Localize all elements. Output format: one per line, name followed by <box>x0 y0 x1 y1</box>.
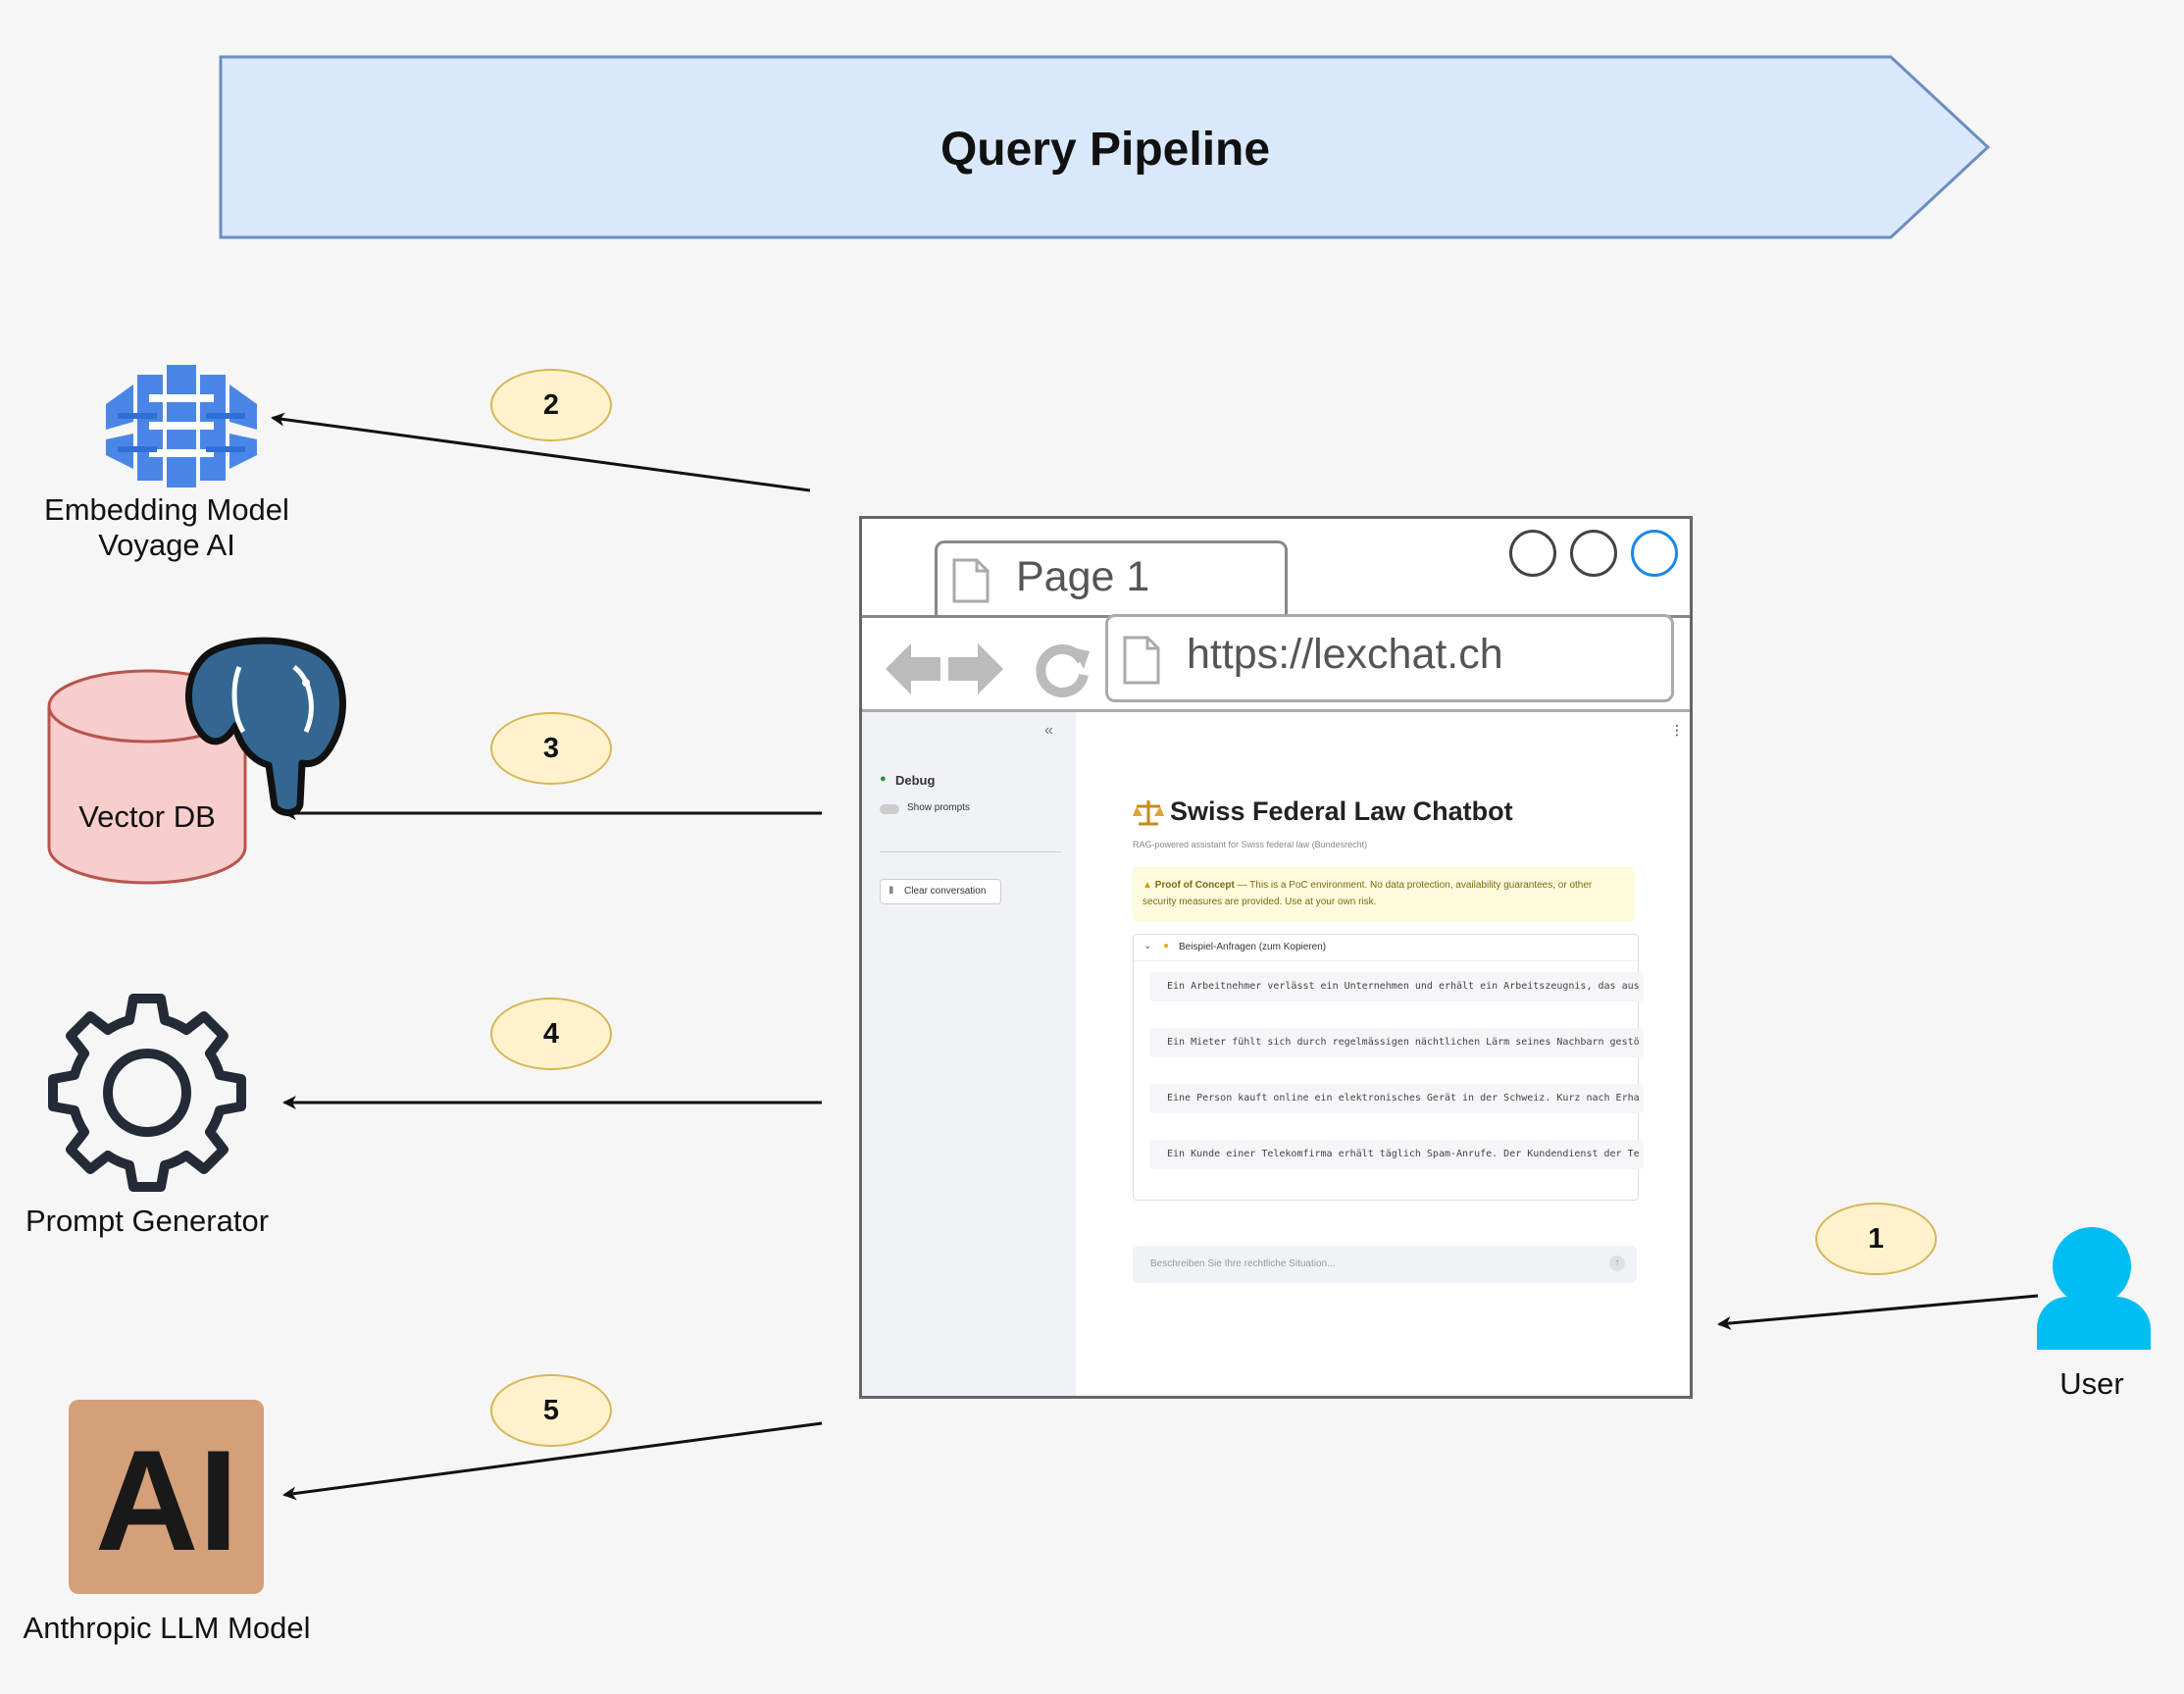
send-icon[interactable]: ↑ <box>1609 1256 1625 1271</box>
warning-icon: ▲ <box>1143 880 1155 891</box>
banner-title: Query Pipeline <box>940 124 1270 176</box>
step-badge-1: 1 <box>1815 1203 1937 1275</box>
chevron-down-icon: ⌄ <box>1143 941 1152 951</box>
embedding-label-line1: Embedding Model <box>44 492 289 527</box>
debug-icon: ● <box>880 773 887 785</box>
anthropic-logo-text: AI <box>95 1420 238 1580</box>
warning-bold: Proof of Concept <box>1154 880 1235 891</box>
browser-tab[interactable]: Page 1 <box>935 540 1288 619</box>
lightbulb-icon: ● <box>1163 941 1170 951</box>
browser-window: Page 1 https://lexchat.ch « ● Debug <box>859 516 1693 1399</box>
address-bar[interactable]: https://lexchat.ch <box>1105 614 1674 702</box>
warning-text: — This is a PoC environment. No data pro… <box>1143 880 1593 907</box>
clear-conversation-button[interactable]: ▮ Clear conversation <box>880 879 1001 904</box>
tab-label: Page 1 <box>1016 553 1150 600</box>
gear-icon <box>48 994 246 1192</box>
back-arrow-icon[interactable] <box>884 640 942 698</box>
arrow-step-2 <box>271 412 811 492</box>
pipeline-banner <box>219 55 1991 239</box>
sidebar-collapse-icon[interactable]: « <box>1044 722 1053 739</box>
trash-icon: ▮ <box>889 885 894 896</box>
example-query-2[interactable]: Ein Mieter fühlt sich durch regelmässige… <box>1149 1028 1644 1057</box>
show-prompts-label: Show prompts <box>907 802 970 813</box>
example-query-4[interactable]: Ein Kunde einer Telekomfirma erhält tägl… <box>1149 1140 1644 1169</box>
clear-conversation-label: Clear conversation <box>904 886 987 897</box>
anthropic-logo <box>69 1400 264 1594</box>
step-badge-2: 2 <box>490 369 612 441</box>
app-title: Swiss Federal Law Chatbot <box>1170 796 1513 826</box>
step-badge-4: 4 <box>490 998 612 1070</box>
user-icon <box>2037 1227 2151 1350</box>
example-query-3[interactable]: Eine Person kauft online ein elektronisc… <box>1149 1084 1644 1113</box>
example-query-1[interactable]: Ein Arbeitnehmer verlässt ein Unternehme… <box>1149 972 1644 1001</box>
page-icon <box>952 558 990 603</box>
sidebar-divider <box>880 851 1061 852</box>
window-close-button[interactable] <box>1631 530 1678 577</box>
embedding-label: Embedding Model Voyage AI <box>20 492 314 563</box>
app-viewport: « ● Debug Show prompts ▮ Clear conversat… <box>862 712 1690 1396</box>
vector-db-label: Vector DB <box>78 799 216 834</box>
brain-icon <box>106 365 257 488</box>
show-prompts-toggle[interactable] <box>880 804 899 814</box>
examples-expander: ⌄ ● Beispiel-Anfragen (zum Kopieren) Ein… <box>1133 934 1644 1201</box>
window-minimize-button[interactable] <box>1509 530 1556 577</box>
reload-icon[interactable] <box>1033 640 1092 698</box>
chat-input-placeholder: Beschreiben Sie Ihre rechtliche Situatio… <box>1150 1258 1336 1269</box>
llm-label: Anthropic LLM Model <box>23 1611 311 1645</box>
app-subtitle: RAG-powered assistant for Swiss federal … <box>1133 840 1368 849</box>
chat-input[interactable]: Beschreiben Sie Ihre rechtliche Situatio… <box>1133 1246 1637 1283</box>
app-main: ⋮ Swiss Federal Law Chatbot RAG-powered … <box>1076 712 1690 1396</box>
app-sidebar: « ● Debug Show prompts ▮ Clear conversat… <box>862 712 1076 1396</box>
arrow-step-5 <box>282 1421 823 1501</box>
arrow-step-1 <box>1717 1294 2039 1330</box>
debug-label: Debug <box>895 773 936 788</box>
user-label: User <box>2059 1366 2124 1401</box>
postgres-elephant-icon <box>185 637 346 816</box>
step-badge-3: 3 <box>490 712 612 785</box>
app-menu-icon[interactable]: ⋮ <box>1670 722 1684 738</box>
browser-tabbar: Page 1 <box>862 519 1690 619</box>
embedding-label-line2: Voyage AI <box>98 528 235 562</box>
url-text: https://lexchat.ch <box>1187 631 1503 678</box>
prompt-generator-label: Prompt Generator <box>25 1204 270 1238</box>
examples-header-label: Beispiel-Anfragen (zum Kopieren) <box>1179 942 1327 952</box>
poc-warning-box: ▲ Proof of Concept — This is a PoC envir… <box>1133 867 1635 922</box>
navbar-divider <box>862 709 1690 712</box>
examples-header[interactable]: ⌄ ● Beispiel-Anfragen (zum Kopieren) <box>1134 935 1638 961</box>
forward-arrow-icon[interactable] <box>946 640 1005 698</box>
scales-icon <box>1133 800 1164 826</box>
url-page-icon <box>1123 636 1160 685</box>
window-maximize-button[interactable] <box>1570 530 1617 577</box>
step-badge-5: 5 <box>490 1374 612 1447</box>
